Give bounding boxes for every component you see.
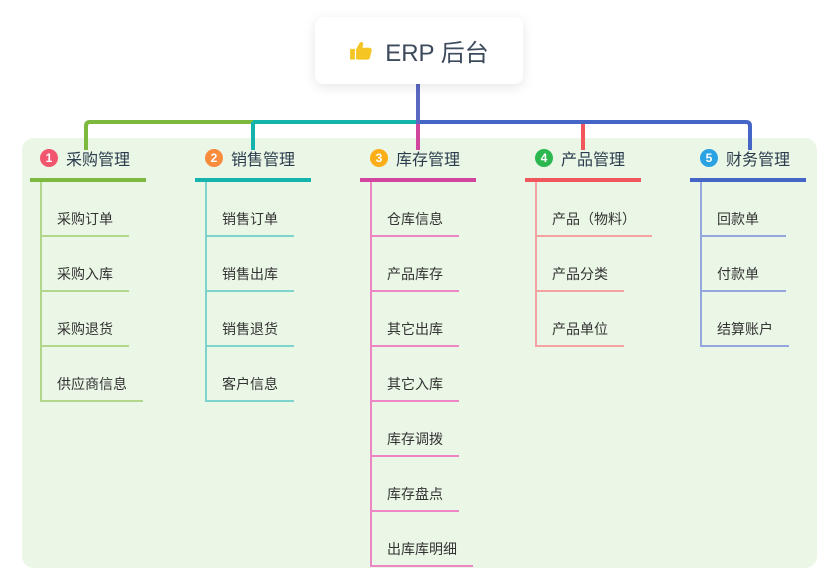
branch-title-product[interactable]: 4 产品管理: [525, 146, 641, 182]
mindmap-background-panel: [22, 138, 817, 568]
branch-children-inventory: 仓库信息 产品库存 其它出库 其它入库 库存调拨 库存盘点 出库库明细: [370, 182, 520, 567]
child-node[interactable]: 产品单位: [535, 292, 624, 347]
branch-children-finance: 回款单 付款单 结算账户: [700, 182, 839, 347]
child-node[interactable]: 库存调拨: [370, 402, 459, 457]
branch-title-inventory[interactable]: 3 库存管理: [360, 146, 476, 182]
badge-1: 1: [40, 149, 58, 167]
child-node[interactable]: 仓库信息: [370, 182, 459, 237]
child-node[interactable]: 销售退货: [205, 292, 294, 347]
child-node[interactable]: 产品（物料）: [535, 182, 652, 237]
child-node-label: 仓库信息: [387, 211, 443, 227]
branch-sales: 2 销售管理 销售订单 销售出库 销售退货 客户信息: [195, 146, 355, 402]
branch-title-label: 采购管理: [66, 152, 131, 169]
child-node-label: 产品库存: [387, 266, 443, 282]
badge-2: 2: [205, 149, 223, 167]
child-node-label: 采购入库: [57, 266, 113, 282]
child-node-label: 销售订单: [222, 211, 278, 227]
child-node-label: 其它入库: [387, 376, 443, 392]
branch-title-purchase[interactable]: 1 采购管理: [30, 146, 146, 182]
root-node-label: ERP 后台: [385, 40, 489, 67]
child-node[interactable]: 其它出库: [370, 292, 459, 347]
child-node-label: 客户信息: [222, 376, 278, 392]
child-node-label: 供应商信息: [57, 376, 127, 392]
child-node[interactable]: 产品库存: [370, 237, 459, 292]
child-node[interactable]: 供应商信息: [40, 347, 143, 402]
child-node-label: 结算账户: [717, 321, 773, 337]
branch-children-sales: 销售订单 销售出库 销售退货 客户信息: [205, 182, 355, 402]
branch-trunk-line: [700, 182, 702, 347]
child-node-label: 销售退货: [222, 321, 278, 337]
branch-inventory: 3 库存管理 仓库信息 产品库存 其它出库 其它入库 库存调拨 库存盘点 出库库…: [360, 146, 520, 567]
branch-purchase: 1 采购管理 采购订单 采购入库 采购退货 供应商信息: [30, 146, 190, 402]
branch-title-label: 销售管理: [231, 152, 296, 169]
root-node-erp[interactable]: ERP 后台: [315, 17, 523, 84]
child-node-label: 产品（物料）: [552, 211, 636, 227]
child-node-label: 付款单: [717, 266, 759, 282]
child-node-label: 采购订单: [57, 211, 113, 227]
child-node-label: 产品分类: [552, 266, 608, 282]
child-node-label: 回款单: [717, 211, 759, 227]
child-node[interactable]: 出库库明细: [370, 512, 473, 567]
child-node[interactable]: 采购订单: [40, 182, 129, 237]
child-node[interactable]: 付款单: [700, 237, 786, 292]
branch-children-product: 产品（物料） 产品分类 产品单位: [535, 182, 685, 347]
branch-title-finance[interactable]: 5 财务管理: [690, 146, 806, 182]
child-node[interactable]: 回款单: [700, 182, 786, 237]
branch-title-label: 产品管理: [561, 152, 626, 169]
branch-trunk-line: [205, 182, 207, 402]
branch-trunk-line: [535, 182, 537, 347]
badge-5: 5: [700, 149, 718, 167]
child-node[interactable]: 销售订单: [205, 182, 294, 237]
branch-children-purchase: 采购订单 采购入库 采购退货 供应商信息: [40, 182, 190, 402]
child-node-label: 库存调拨: [387, 431, 443, 447]
branch-title-label: 库存管理: [396, 152, 461, 169]
child-node[interactable]: 结算账户: [700, 292, 789, 347]
branch-title-sales[interactable]: 2 销售管理: [195, 146, 311, 182]
badge-3: 3: [370, 149, 388, 167]
child-node[interactable]: 采购入库: [40, 237, 129, 292]
child-node[interactable]: 客户信息: [205, 347, 294, 402]
child-node[interactable]: 产品分类: [535, 237, 624, 292]
badge-4: 4: [535, 149, 553, 167]
child-node-label: 采购退货: [57, 321, 113, 337]
branch-trunk-line: [370, 182, 372, 567]
branch-trunk-line: [40, 182, 42, 402]
branch-title-label: 财务管理: [726, 152, 791, 169]
child-node[interactable]: 销售出库: [205, 237, 294, 292]
child-node-label: 出库库明细: [387, 541, 457, 557]
child-node[interactable]: 库存盘点: [370, 457, 459, 512]
child-node-label: 其它出库: [387, 321, 443, 337]
child-node-label: 库存盘点: [387, 486, 443, 502]
thumbs-up-icon: [350, 41, 372, 60]
branch-product: 4 产品管理 产品（物料） 产品分类 产品单位: [525, 146, 685, 347]
branch-finance: 5 财务管理 回款单 付款单 结算账户: [690, 146, 839, 347]
child-node[interactable]: 采购退货: [40, 292, 129, 347]
child-node-label: 销售出库: [222, 266, 278, 282]
child-node[interactable]: 其它入库: [370, 347, 459, 402]
child-node-label: 产品单位: [552, 321, 608, 337]
